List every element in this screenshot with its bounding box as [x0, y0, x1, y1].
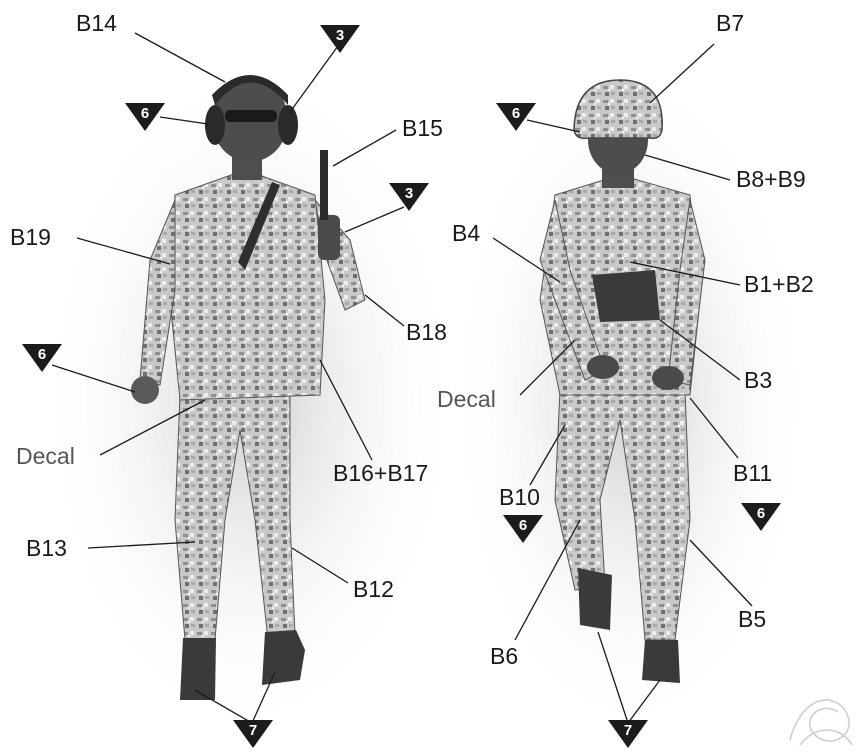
marker-number: 6 [503, 517, 543, 534]
marker-number: 3 [320, 27, 360, 44]
label-b10: B10 [499, 486, 540, 509]
marker-number: 6 [496, 105, 536, 122]
label-b6: B6 [490, 645, 518, 668]
marker-number: 3 [389, 185, 429, 202]
label-b7: B7 [716, 12, 744, 35]
marker-3-headset: 3 [320, 25, 360, 55]
label-decal-right: Decal [437, 388, 496, 411]
label-b18: B18 [406, 321, 447, 344]
label-decal-left: Decal [16, 445, 75, 468]
marker-6-head-right: 6 [496, 103, 536, 133]
watermark-swirl [790, 700, 852, 745]
marker-number: 7 [608, 722, 648, 739]
marker-number: 6 [741, 505, 781, 522]
label-b8-b9: B8+B9 [736, 168, 806, 191]
marker-7-left-feet: 7 [233, 720, 273, 750]
marker-number: 7 [233, 722, 273, 739]
label-b12: B12 [353, 578, 394, 601]
marker-number: 6 [125, 105, 165, 122]
marker-7-right-feet: 7 [608, 720, 648, 750]
label-b3: B3 [744, 369, 772, 392]
marker-6-left-leg-right: 6 [503, 515, 543, 545]
label-b19: B19 [10, 226, 51, 249]
label-b15: B15 [402, 117, 443, 140]
label-b16-b17: B16+B17 [333, 462, 428, 485]
label-b5: B5 [738, 608, 766, 631]
label-b1-b2: B1+B2 [744, 273, 814, 296]
marker-6-head-left: 6 [125, 103, 165, 133]
label-b4: B4 [452, 222, 480, 245]
marker-6-right-leg-right: 6 [741, 503, 781, 533]
label-b13: B13 [26, 537, 67, 560]
marker-number: 6 [22, 346, 62, 363]
marker-6-arm: 6 [22, 344, 62, 374]
marker-3-hand: 3 [389, 183, 429, 213]
label-b11: B11 [733, 462, 772, 485]
label-b14: B14 [76, 12, 117, 35]
